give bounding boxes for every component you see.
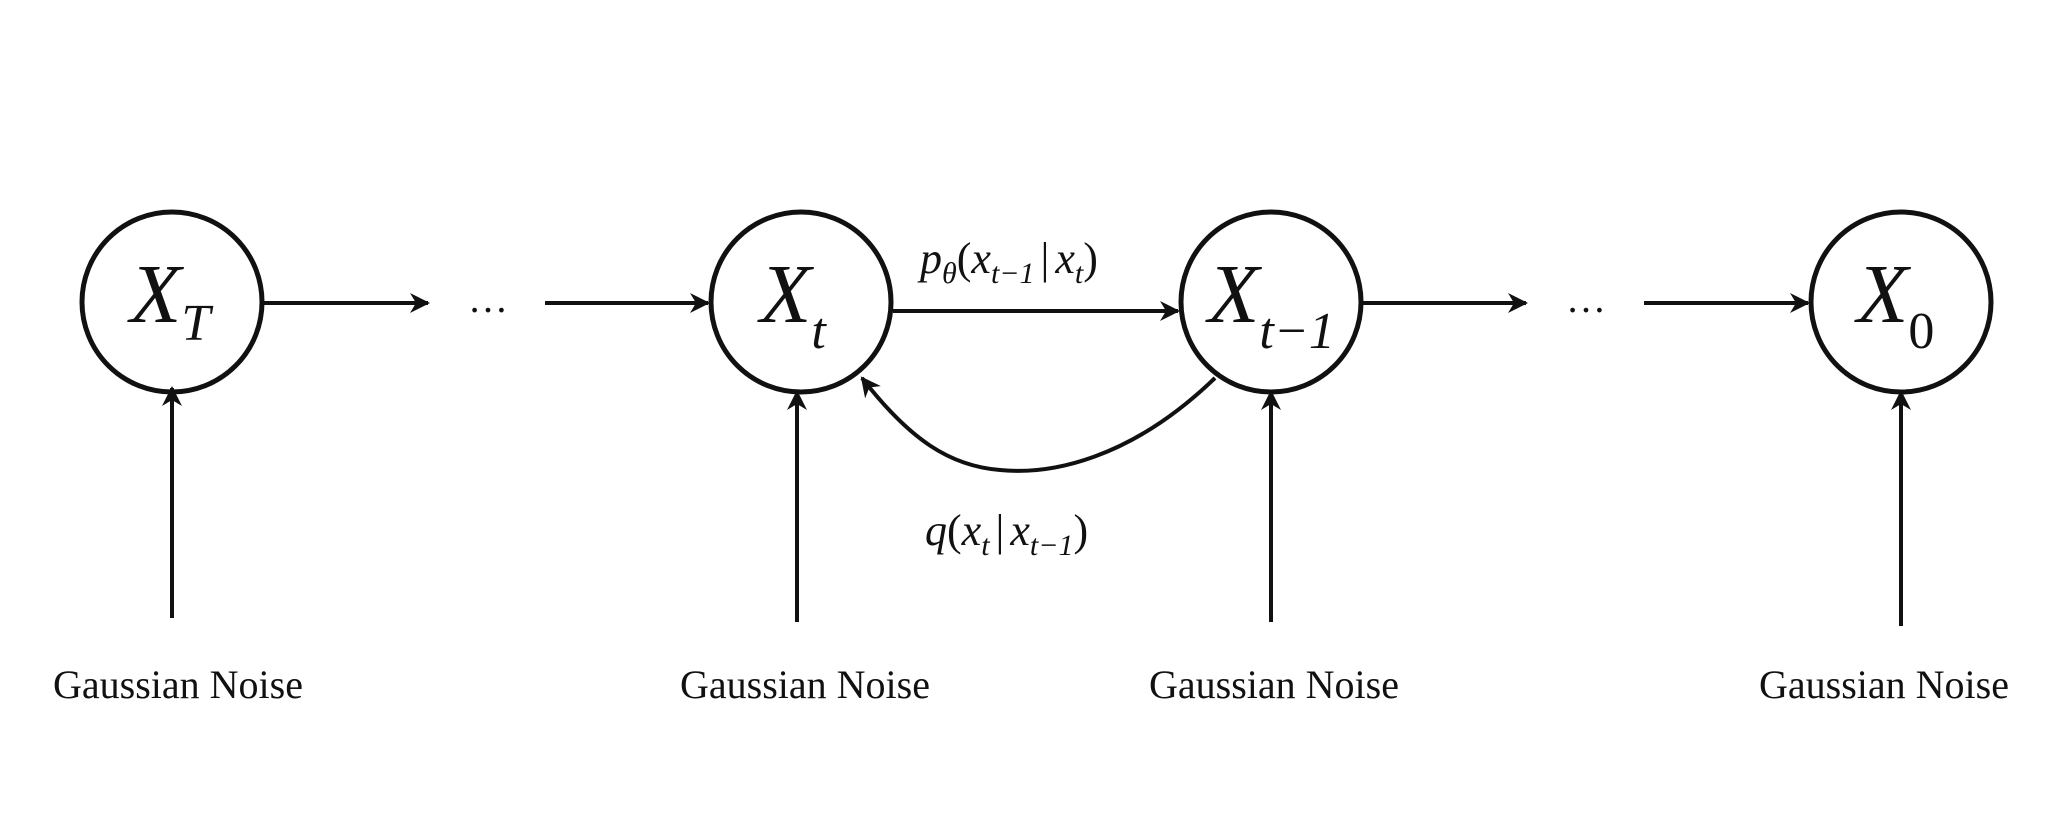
- node-xt-base: X: [757, 248, 815, 341]
- edge-label-reverse: pθ(xt−1|xt): [917, 234, 1098, 290]
- edge-forward-x2: x: [1009, 506, 1030, 555]
- edge-reverse-open: (: [957, 234, 972, 283]
- edge-forward-close: ): [1073, 506, 1088, 555]
- node-xt-sub: t: [811, 303, 827, 360]
- noise-label-xT: Gaussian Noise: [53, 662, 303, 707]
- node-xT-sub: T: [181, 295, 213, 352]
- ellipsis-right: …: [1566, 276, 1606, 321]
- node-x0-label: X0: [1854, 248, 1934, 360]
- curve-xt1-to-xt: [860, 376, 1217, 473]
- edge-reverse-x2: x: [1054, 234, 1075, 283]
- edge-reverse-x1-sub: t−1: [991, 257, 1035, 290]
- node-xT-base: X: [127, 248, 185, 341]
- edge-forward-x2-sub: t−1: [1030, 529, 1074, 562]
- edge-reverse-x1: x: [970, 234, 991, 283]
- edge-reverse-close: ): [1083, 234, 1098, 283]
- node-xT-label: XT: [127, 248, 213, 352]
- edge-reverse-bar: |: [1041, 234, 1050, 283]
- edge-forward-x1-sub: t: [981, 529, 990, 562]
- node-xt1-base: X: [1205, 248, 1263, 341]
- node-xt1-sub: t−1: [1259, 303, 1335, 360]
- edge-forward-x1: x: [961, 506, 982, 555]
- node-x0-sub: 0: [1908, 303, 1934, 360]
- noise-label-xt: Gaussian Noise: [680, 662, 930, 707]
- edge-forward-q: q: [925, 506, 947, 555]
- edge-label-forward: q(xt|xt−1): [925, 506, 1088, 562]
- edge-forward-bar: |: [996, 506, 1005, 555]
- node-xt1-label: Xt−1: [1205, 248, 1335, 360]
- node-xt-label: Xt: [757, 248, 827, 360]
- ellipsis-left: …: [468, 276, 508, 321]
- edge-forward-open: (: [947, 506, 962, 555]
- edge-reverse-x2-sub: t: [1075, 257, 1084, 290]
- noise-label-xt1: Gaussian Noise: [1149, 662, 1399, 707]
- edge-reverse-p: p: [917, 234, 942, 283]
- noise-label-x0: Gaussian Noise: [1759, 662, 2009, 707]
- node-x0-base: X: [1854, 248, 1912, 341]
- edge-reverse-theta: θ: [942, 257, 957, 290]
